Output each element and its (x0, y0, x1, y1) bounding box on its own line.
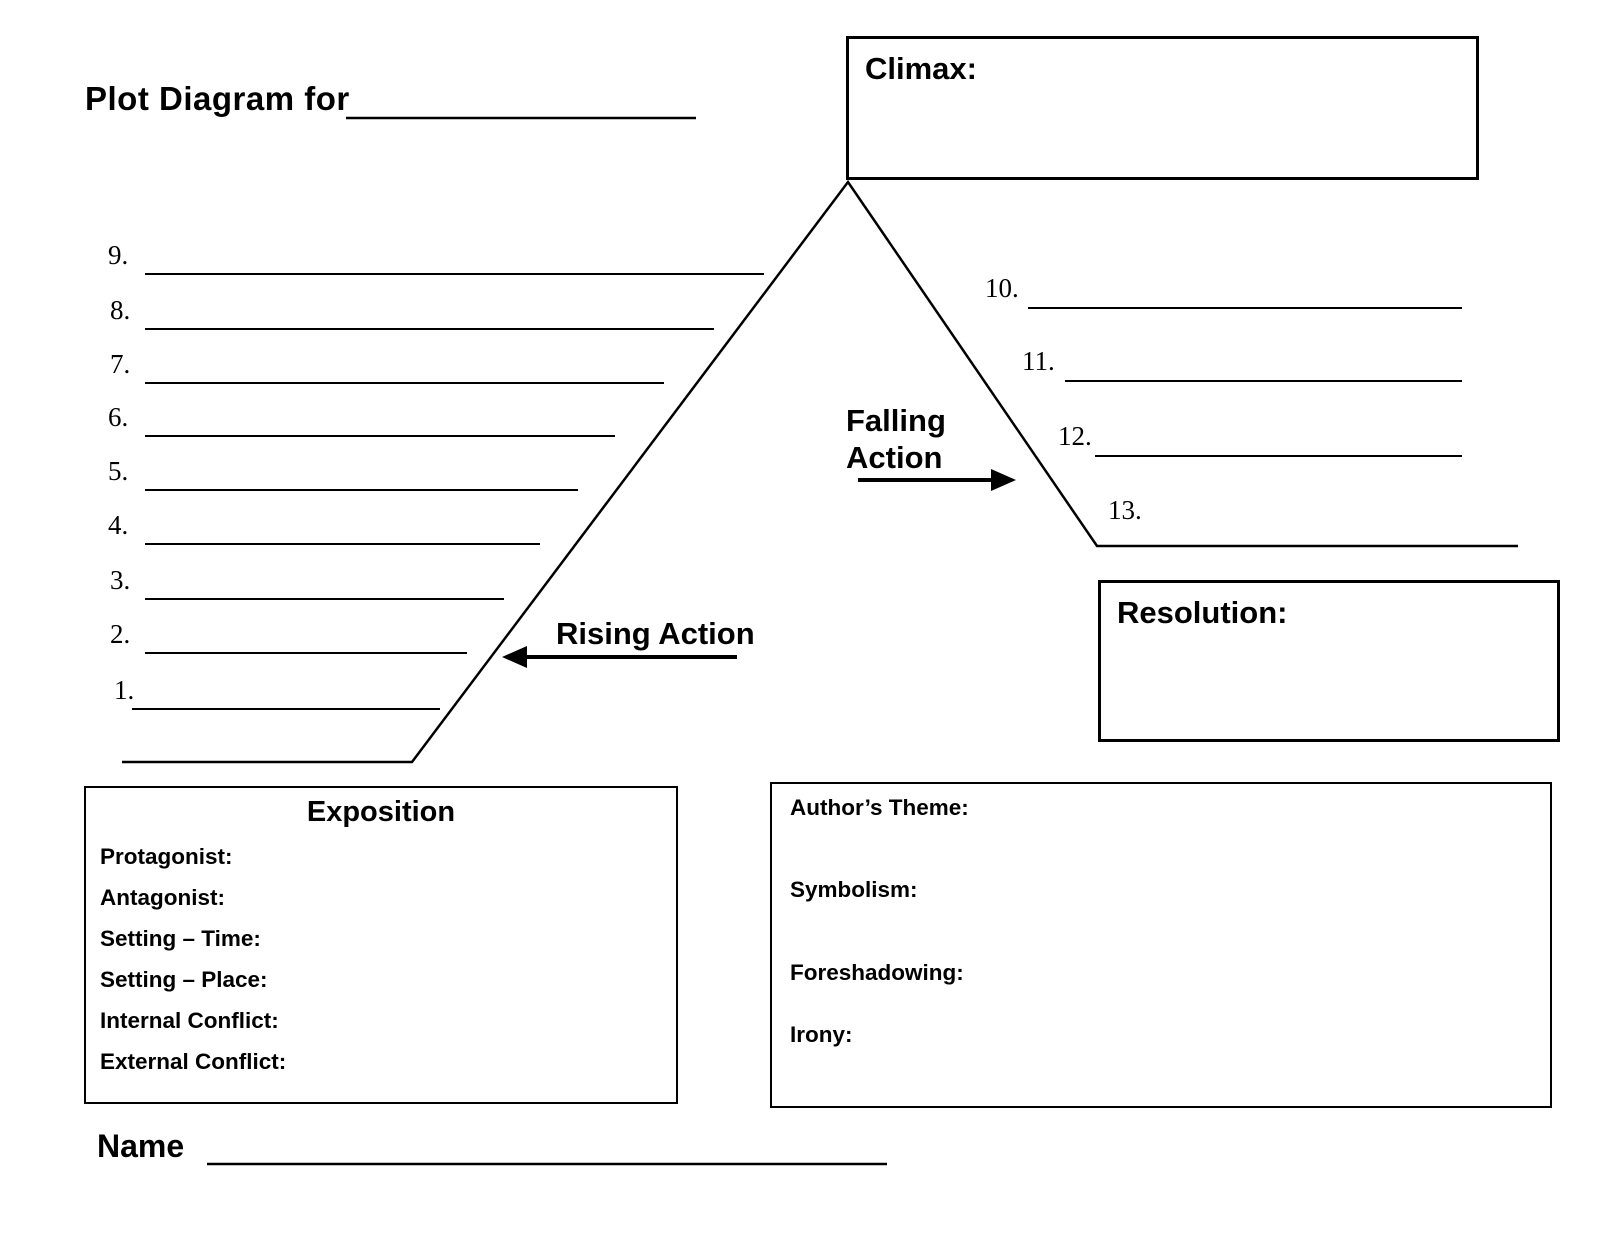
plot-point-number: 11. (1022, 346, 1055, 376)
plot-point-blank-line (132, 708, 440, 710)
exposition-field-label: Protagonist: (100, 844, 233, 869)
plot-point-number: 4. (108, 510, 129, 540)
plot-point-number: 10. (985, 273, 1019, 303)
plot-point-blank-line (145, 328, 714, 330)
plot-mountain-outline (122, 179, 1518, 764)
plot-point-number: 1. (114, 675, 135, 705)
plot-point-blank-line (145, 435, 615, 437)
exposition-field-label: Antagonist: (100, 885, 225, 910)
plot-point-blank-line (145, 382, 664, 384)
plot-point-blank-line (145, 652, 467, 654)
name-label: Name (97, 1128, 185, 1164)
plot-point-blank-line (145, 273, 764, 275)
plot-point-number: 12. (1058, 421, 1092, 451)
plot-point-blank-line (145, 598, 504, 600)
falling-action-arrowhead-icon (991, 469, 1016, 491)
resolution-label: Resolution: (1117, 595, 1288, 630)
page-title: Plot Diagram for (85, 80, 350, 117)
theme-field-label: Author’s Theme: (790, 795, 969, 820)
falling-action-label: Falling Action (846, 403, 946, 475)
exposition-field-label: Internal Conflict: (100, 1008, 279, 1033)
theme-box: Author’s Theme: Symbolism: Foreshadowing: I… (770, 782, 1552, 1108)
theme-field-label: Irony: (790, 1022, 853, 1047)
resolution-box: Resolution: (1098, 580, 1560, 742)
plot-point-blank-line (1065, 380, 1462, 382)
plot-point-blank-line (1095, 455, 1462, 457)
climax-label: Climax: (865, 51, 977, 86)
exposition-title: Exposition (306, 796, 456, 828)
plot-point-number: 13. (1108, 495, 1142, 525)
plot-point-number: 3. (110, 565, 131, 595)
theme-field-label: Foreshadowing: (790, 960, 964, 985)
plot-point-number: 9. (108, 240, 129, 270)
plot-point-blank-line (1028, 307, 1462, 309)
plot-point-blank-line (145, 543, 540, 545)
plot-point-number: 5. (108, 456, 129, 486)
plot-point-number: 6. (108, 402, 129, 432)
climax-box: Climax: (846, 36, 1479, 180)
plot-point-number: 7. (110, 349, 131, 379)
theme-field-label: Symbolism: (790, 877, 918, 902)
rising-action-label: Rising Action (556, 616, 755, 651)
exposition-box: Exposition Protagonist: Antagonist: Settin… (84, 786, 678, 1104)
exposition-fields: Protagonist: Antagonist: Setting – Time: Se… (86, 836, 676, 1082)
plot-point-number: 2. (110, 619, 131, 649)
plot-point-number: 8. (110, 295, 131, 325)
exposition-field-label: Setting – Time: (100, 926, 261, 951)
exposition-field-label: Setting – Place: (100, 967, 268, 992)
exposition-field-label: External Conflict: (100, 1049, 287, 1074)
rising-action-arrowhead-icon (502, 646, 527, 668)
plot-point-blank-line (145, 489, 578, 491)
